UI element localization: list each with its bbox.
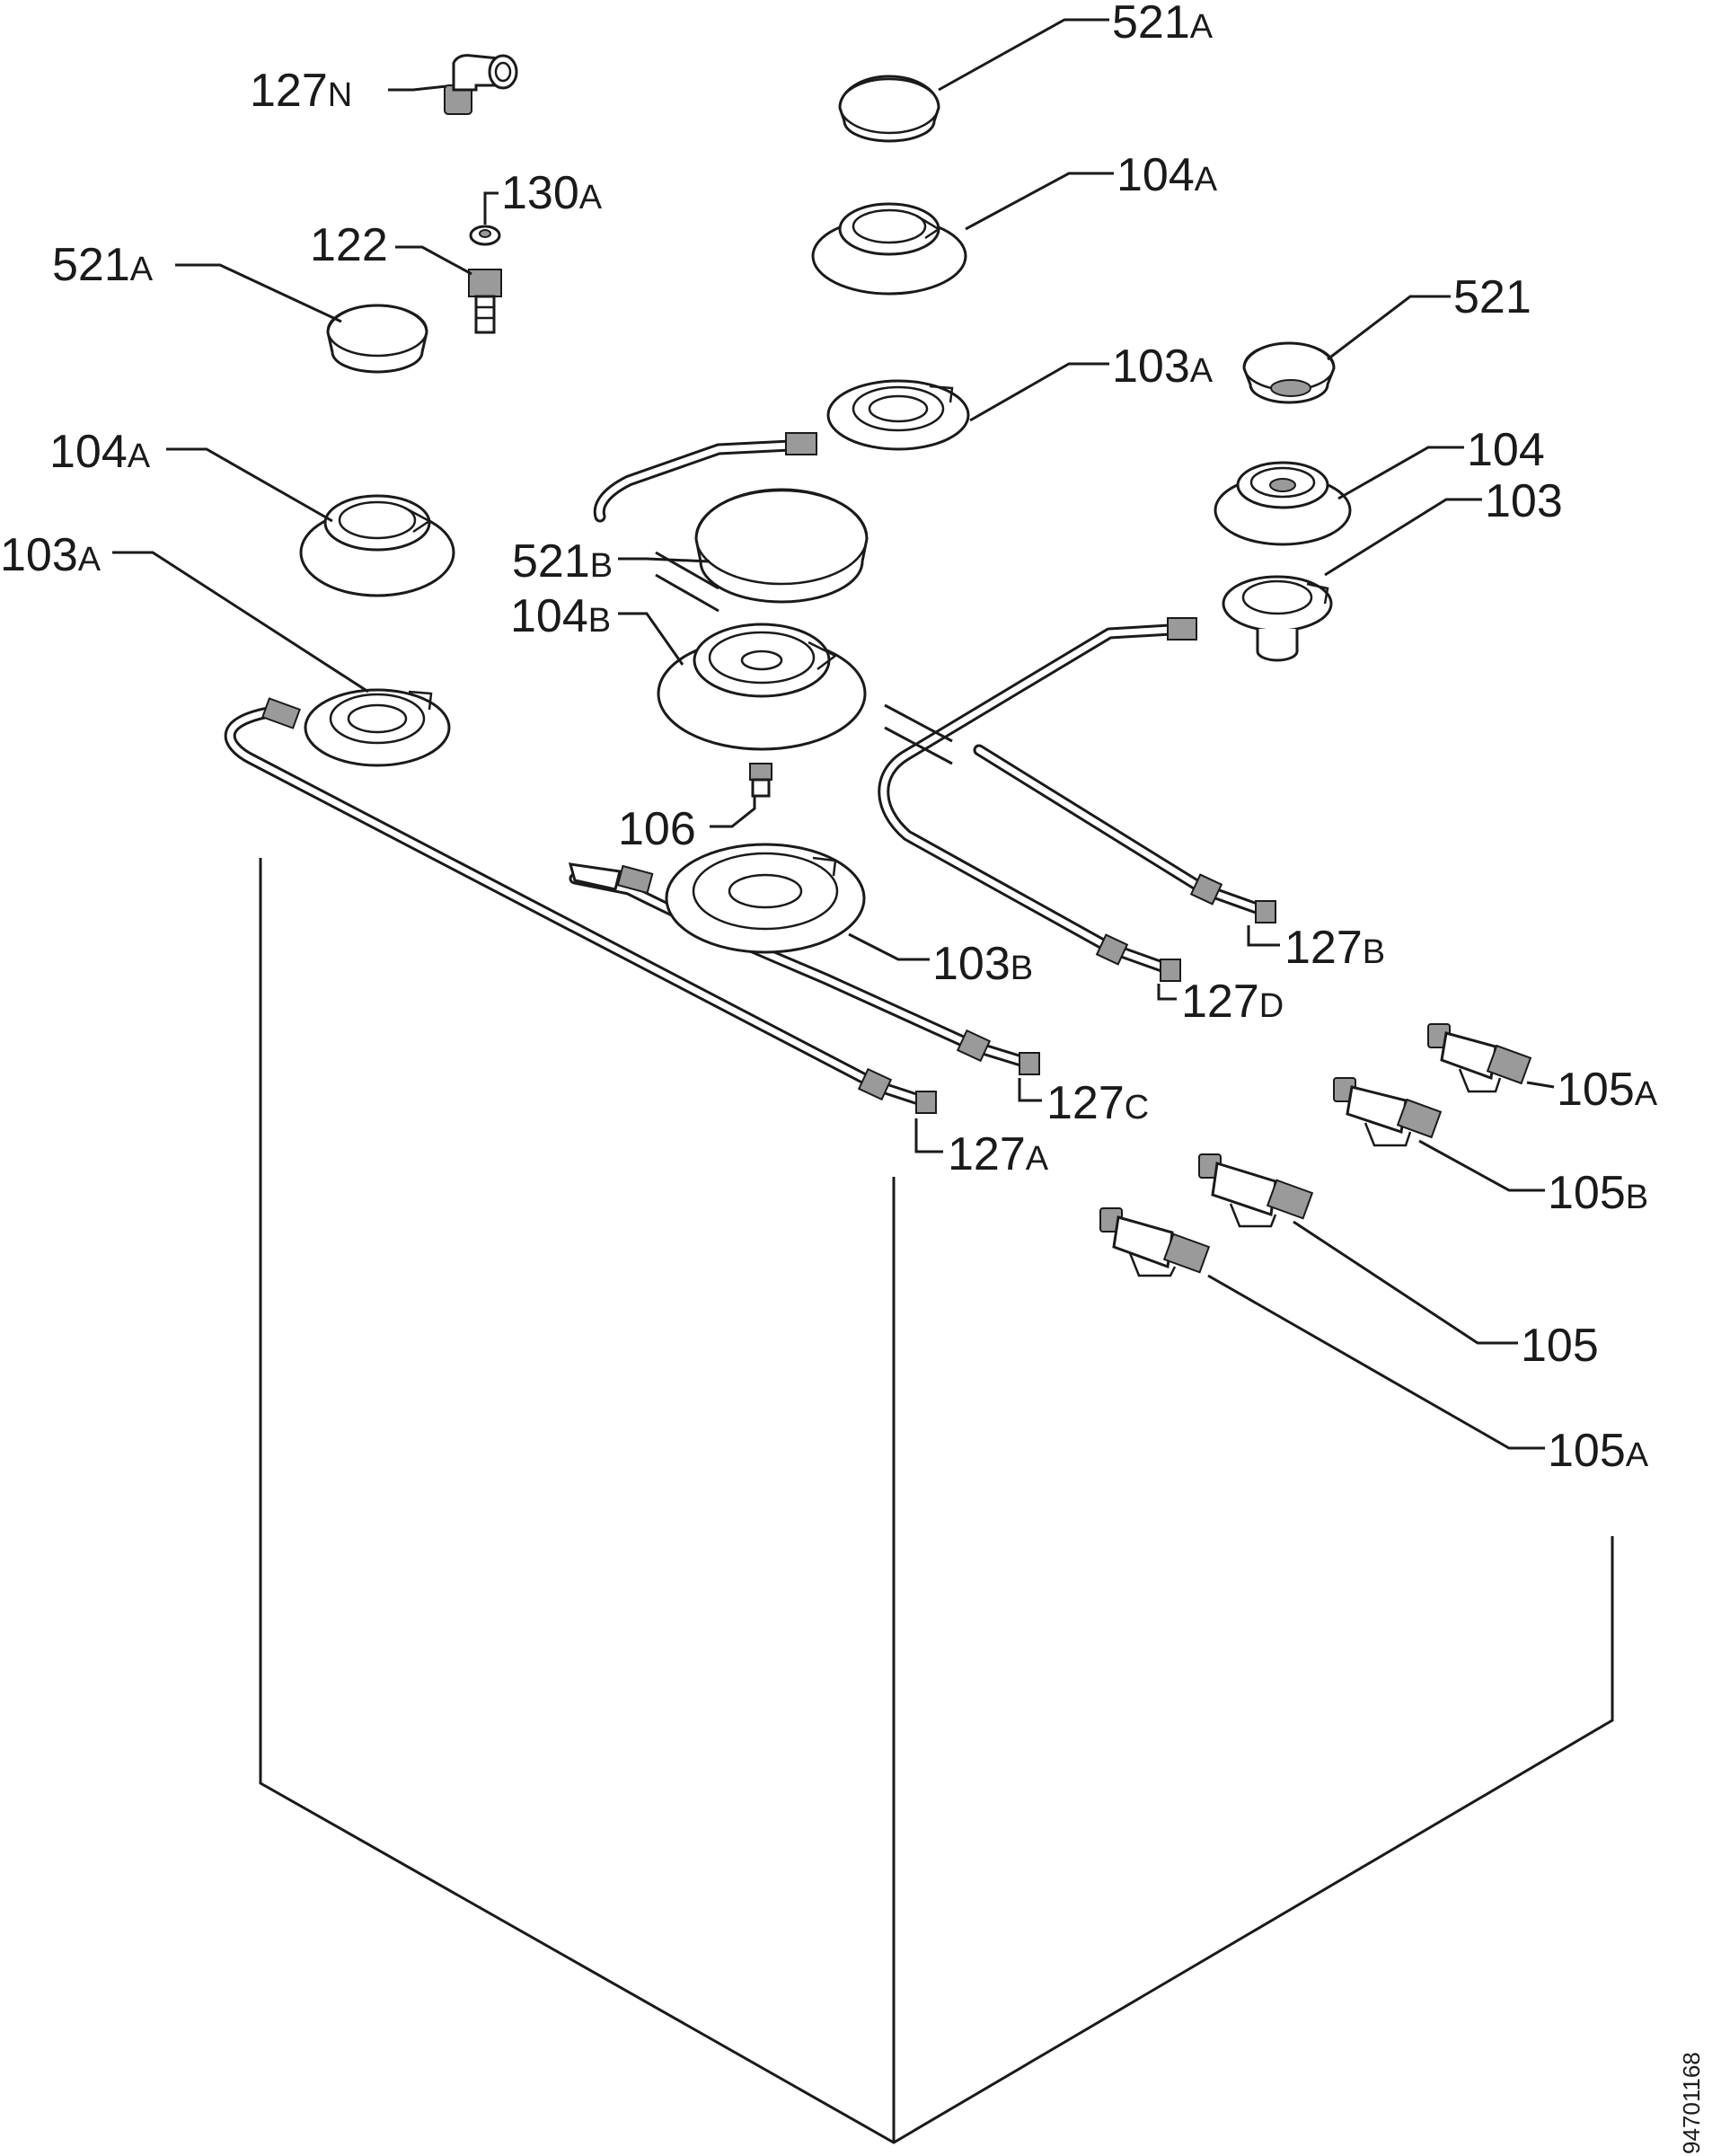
label-127c: 127C [1046,1077,1149,1129]
label-521b: 521B [512,535,613,588]
label-104: 104 [1467,424,1545,476]
burner-base-103 [1222,575,1333,662]
label-127a: 127A [948,1128,1049,1180]
gas-pipe-127a [224,703,936,1109]
drawing-number: 94701168 [1678,2052,1705,2154]
burner-base-103a-top [826,379,970,451]
burner-cap-521a-left [326,304,428,374]
cabinet-outline [259,858,1614,2144]
gas-tap-105a-bottom [1099,1207,1211,1277]
label-104a-left: 104A [49,426,151,478]
burner-cap-521b [694,488,869,604]
injector-106 [749,763,772,798]
label-127n: 127N [250,65,352,117]
burner-crown-104 [1214,461,1352,546]
burner-crown-104b [657,623,867,751]
label-105a-bottom: 105A [1548,1425,1649,1477]
washer-130a [469,225,501,246]
burner-base-103a-left [304,688,451,767]
part-labels: 521A 127N 104A 130A 122 521A 521 103A 10… [0,0,1658,1477]
label-103b: 103B [932,938,1033,990]
tube-fittings [261,432,1276,1114]
nozzle-122 [468,269,502,334]
elbow-fitting-127n [444,54,518,115]
label-105b: 105B [1548,1167,1648,1219]
label-105a-top: 105A [1557,1064,1658,1116]
fitting-103b-inlet [568,862,622,891]
label-106: 106 [618,803,696,855]
label-122: 122 [310,219,388,271]
burner-crown-104a-left [299,494,455,597]
burner-base-103b [665,843,866,954]
label-521: 521 [1453,271,1531,323]
leader-lines [112,18,1555,1450]
label-130a: 130A [501,167,603,219]
label-103a-left: 103A [0,529,102,581]
label-104a-top: 104A [1117,149,1218,201]
burner-cap-521 [1242,341,1336,404]
label-105: 105 [1521,1320,1599,1372]
label-127b: 127B [1284,922,1385,974]
gas-tap-105a-top [1427,1023,1532,1093]
burner-cap-521a-top [838,75,940,143]
label-103a-top: 103A [1112,340,1214,393]
label-103: 103 [1485,475,1563,527]
gas-tap-105b [1333,1077,1443,1147]
burner-crown-104a-top [811,202,967,296]
label-521a-top: 521A [1112,0,1214,49]
label-127d: 127D [1181,976,1284,1028]
label-521a-left: 521A [52,239,154,291]
gas-pipe-127d [878,623,1192,976]
gas-tap-105 [1198,1153,1314,1228]
label-104b: 104B [510,590,611,642]
